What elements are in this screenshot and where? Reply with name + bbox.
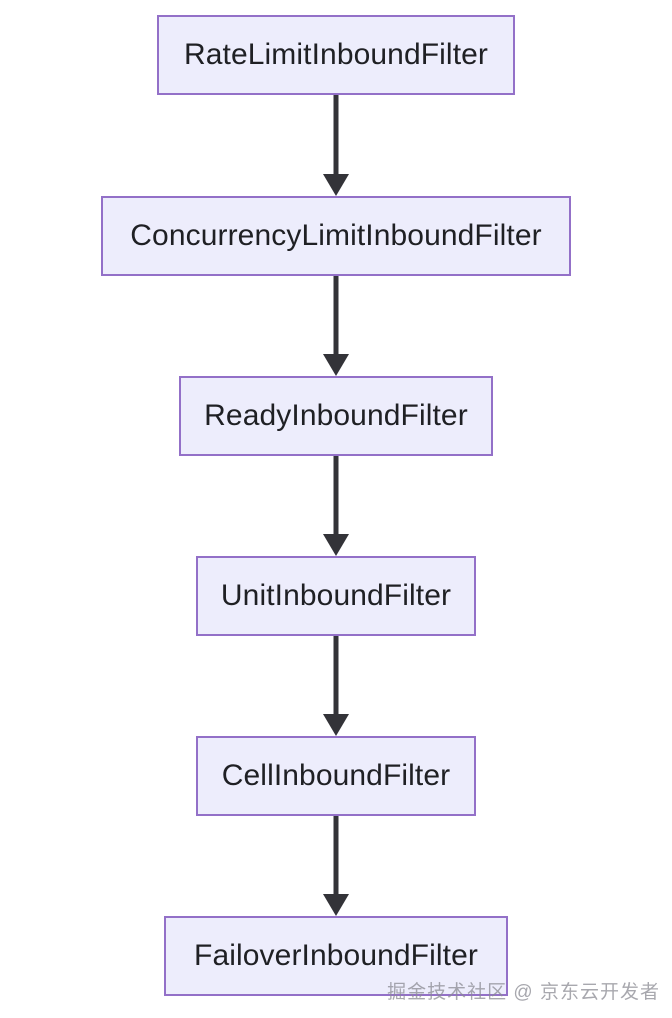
flow-node-label: CellInboundFilter <box>221 759 451 792</box>
flow-node-label: ConcurrencyLimitInboundFilter <box>130 219 542 252</box>
flow-node-failover-inbound-filter[interactable]: FailoverInboundFilter <box>164 916 508 996</box>
edge-shaft <box>333 276 339 356</box>
edge-shaft <box>333 816 339 896</box>
arrowhead-down-icon <box>323 894 349 916</box>
flow-node-concurrency-limit-inbound-filter[interactable]: ConcurrencyLimitInboundFilter <box>101 196 571 276</box>
flow-node-rate-limit-inbound-filter[interactable]: RateLimitInboundFilter <box>157 15 515 95</box>
edge-shaft <box>333 636 339 716</box>
arrowhead-down-icon <box>323 174 349 196</box>
arrowhead-down-icon <box>323 714 349 736</box>
flow-edge-2 <box>323 276 349 376</box>
arrowhead-down-icon <box>323 354 349 376</box>
edge-shaft <box>333 95 339 176</box>
edge-shaft <box>333 456 339 536</box>
flow-node-label: RateLimitInboundFilter <box>183 38 489 71</box>
arrowhead-down-icon <box>323 534 349 556</box>
flow-edge-1 <box>323 95 349 196</box>
flow-node-label: UnitInboundFilter <box>220 579 452 612</box>
flow-edge-5 <box>323 816 349 916</box>
flow-node-cell-inbound-filter[interactable]: CellInboundFilter <box>196 736 476 816</box>
flow-node-unit-inbound-filter[interactable]: UnitInboundFilter <box>196 556 476 636</box>
flow-edge-3 <box>323 456 349 556</box>
watermark-text: 掘金技术社区 @ 京东云开发者 <box>387 982 660 1003</box>
flow-node-ready-inbound-filter[interactable]: ReadyInboundFilter <box>179 376 493 456</box>
flow-node-label: FailoverInboundFilter <box>194 939 478 972</box>
flow-edge-4 <box>323 636 349 736</box>
flow-node-label: ReadyInboundFilter <box>204 399 468 432</box>
